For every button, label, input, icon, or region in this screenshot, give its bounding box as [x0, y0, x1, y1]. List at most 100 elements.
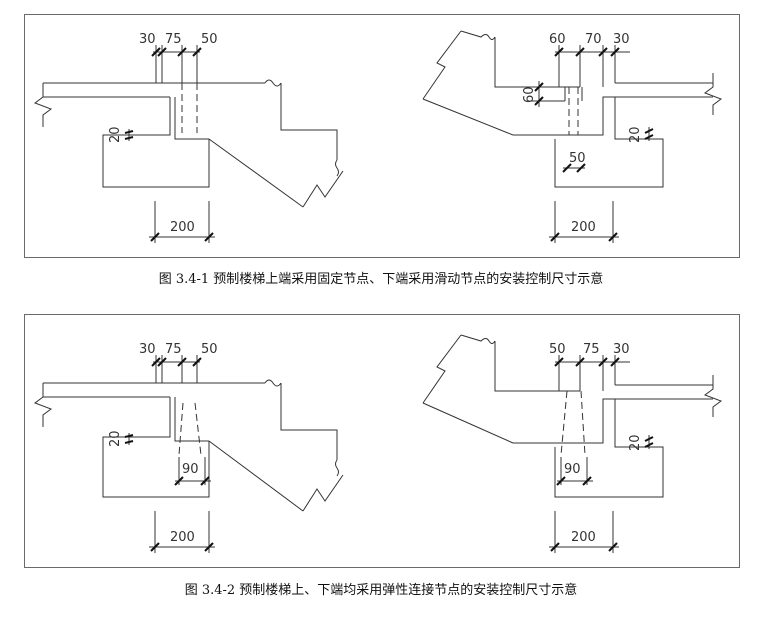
- dim-label-60: 60: [549, 32, 566, 47]
- stair-end-inner: [174, 397, 209, 442]
- dim-tick: [150, 232, 160, 242]
- figure-2-drawing: 30 75 50 20 90 200: [33, 334, 723, 553]
- dim-label-70: 70: [585, 32, 602, 47]
- beam-outline: [554, 399, 664, 498]
- slab-break-line: [33, 83, 53, 127]
- dim-tick: [550, 542, 560, 552]
- dim-tick: [644, 436, 654, 442]
- dim-tick: [575, 357, 585, 367]
- support-label-200: 200: [571, 530, 596, 545]
- support-label-200: 200: [571, 220, 596, 235]
- dim-label-30: 30: [613, 342, 630, 357]
- dim-tick: [582, 476, 592, 486]
- dim-tick: [598, 357, 608, 367]
- figure-2-panel: 30 75 50 20 90 200: [24, 314, 740, 568]
- support-label-200: 200: [170, 220, 195, 235]
- dim-tick: [150, 542, 160, 552]
- dim-label-75: 75: [165, 342, 182, 357]
- support-label-200: 200: [170, 530, 195, 545]
- tapered-hole-right: [580, 390, 586, 456]
- upper-stair-top: [460, 334, 496, 344]
- dim-tick: [554, 357, 564, 367]
- dim-tick: [608, 232, 618, 242]
- width-label-90: 90: [564, 462, 581, 477]
- dim-label-75: 75: [583, 342, 600, 357]
- upper-stair-break: [422, 334, 462, 404]
- stair-bottom-break: [302, 170, 344, 208]
- dim-label-30: 30: [139, 32, 156, 47]
- tapered-hole-right: [194, 402, 202, 456]
- stair-break-mark: [264, 79, 282, 87]
- dim-tick: [157, 47, 167, 57]
- dim-tick: [562, 163, 572, 173]
- dim-tick: [556, 476, 566, 486]
- gap-label-20: 20: [108, 126, 123, 143]
- beam-outline: [102, 397, 210, 498]
- dim-tick: [575, 47, 585, 57]
- landing-outline: [513, 96, 713, 136]
- gap-label-20: 20: [628, 126, 643, 143]
- slab-break-line: [703, 375, 723, 417]
- dim-tick: [174, 476, 184, 486]
- dim-label-30: 30: [139, 342, 156, 357]
- dim-tick: [192, 357, 202, 367]
- right-node-elastic: 50 75 30 20 90 200: [422, 334, 723, 553]
- gap-label-20: 20: [108, 430, 123, 447]
- stair-end-inner: [174, 97, 209, 140]
- figure-2-caption: 图 3.4-2 预制楼梯上、下端均采用弹性连接节点的安装控制尺寸示意: [184, 583, 578, 598]
- dim-tick: [576, 163, 586, 173]
- dim-tick: [124, 136, 134, 140]
- tapered-hole-left: [560, 390, 568, 456]
- width-label-50: 50: [569, 151, 586, 166]
- tapered-hole-left: [178, 402, 184, 456]
- dim-tick: [610, 47, 620, 57]
- dim-tick: [644, 134, 654, 140]
- stair-step-profile: [494, 341, 580, 392]
- beam-outline: [102, 97, 210, 188]
- dim-tick: [200, 476, 210, 486]
- dim-label-30: 30: [613, 32, 630, 47]
- upper-stair-top: [460, 30, 496, 40]
- dim-label-50: 50: [201, 32, 218, 47]
- stair-step-outline: [280, 383, 338, 460]
- left-node-fixed: 30 75 50 20 200: [33, 32, 344, 243]
- dim-tick: [151, 47, 161, 57]
- landing-outline: [513, 398, 713, 444]
- stair-soffit: [422, 402, 514, 444]
- slab-break-line: [33, 383, 53, 427]
- dim-tick: [124, 434, 134, 438]
- dim-tick: [598, 47, 608, 57]
- width-label-90: 90: [182, 462, 199, 477]
- dim-label-50: 50: [201, 342, 218, 357]
- gap-label-20: 20: [628, 434, 643, 451]
- dim-tick: [177, 47, 187, 57]
- stair-step-profile: [494, 37, 580, 88]
- left-node-elastic: 30 75 50 20 90 200: [33, 342, 344, 553]
- stair-step-outline: [280, 83, 338, 160]
- upper-stair-break: [422, 30, 462, 100]
- figure-1-panel: 30 75 50 20 200: [24, 14, 740, 258]
- dim-tick: [644, 442, 654, 448]
- beam-outline: [554, 97, 664, 188]
- stair-bottom-line: [208, 440, 304, 512]
- dim-tick: [644, 128, 654, 134]
- dim-label-75: 75: [165, 32, 182, 47]
- stair-break-wave: [335, 159, 339, 177]
- vert-label-60: 60: [522, 86, 537, 103]
- dim-tick: [608, 542, 618, 552]
- dim-tick: [550, 232, 560, 242]
- dim-tick: [610, 357, 620, 367]
- stair-soffit: [422, 98, 514, 136]
- dim-tick: [124, 440, 134, 444]
- figure-1-drawing: 30 75 50 20 200: [33, 30, 723, 243]
- dim-tick: [534, 82, 544, 92]
- dim-tick: [204, 232, 214, 242]
- slab-break-line: [703, 73, 723, 115]
- stair-bottom-break: [302, 474, 344, 512]
- dim-tick: [534, 96, 544, 106]
- dim-tick: [554, 47, 564, 57]
- dim-tick: [157, 357, 167, 367]
- dim-tick: [192, 47, 202, 57]
- dim-tick: [124, 130, 134, 134]
- dim-tick: [204, 542, 214, 552]
